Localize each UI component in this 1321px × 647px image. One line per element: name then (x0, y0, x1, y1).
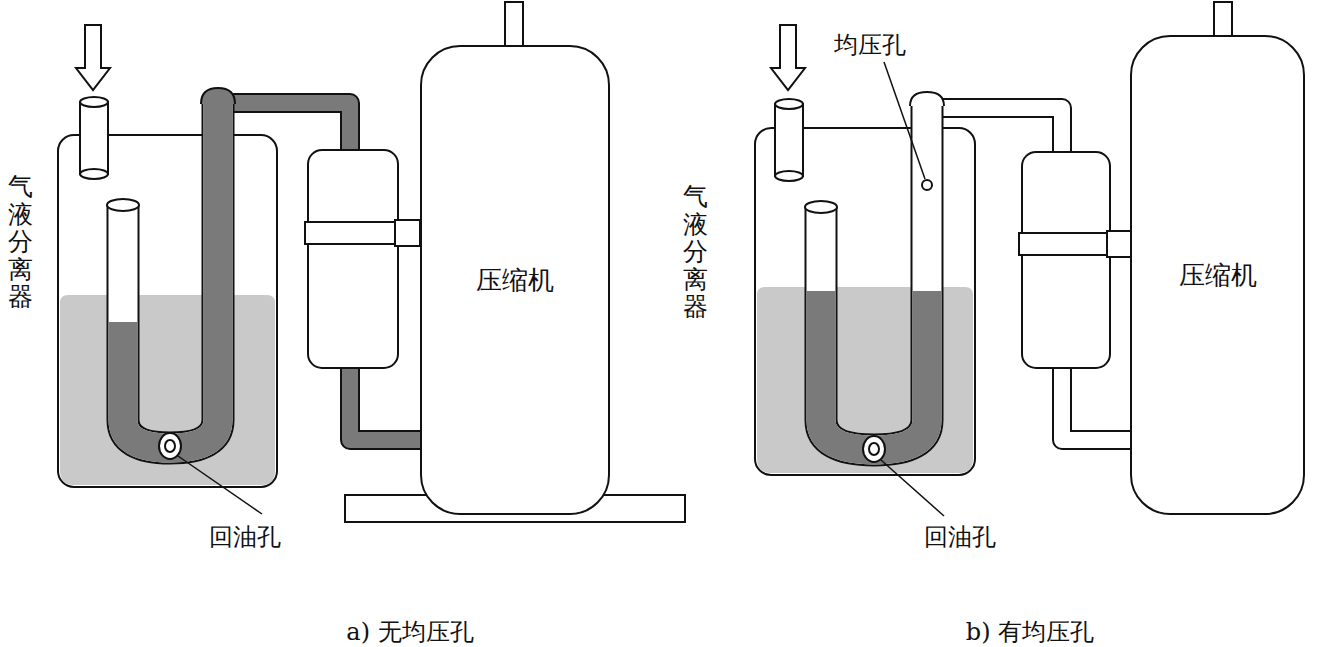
compressor-body: 压缩机 (1130, 35, 1305, 515)
subfigure-caption: b) 有均压孔 (964, 616, 1096, 647)
node-label: 压缩机 (476, 263, 554, 298)
pressure-equalizing-hole-label: 均压孔 (832, 29, 908, 61)
oil-return-hole-label: 回油孔 (922, 521, 998, 553)
compressor-body: 压缩机 (420, 45, 610, 515)
subfigure-caption: a) 无均压孔 (344, 616, 475, 647)
panel-a-drawing (58, 2, 685, 522)
node-label: 压缩机 (1179, 258, 1257, 293)
vertical-label: 气液分离器 (8, 173, 33, 311)
gas-liquid-separator: 气液分离器 (58, 135, 277, 487)
oil-return-hole-label: 回油孔 (207, 521, 283, 553)
gas-liquid-separator: 气液分离器 (755, 128, 975, 475)
vertical-label: 气液分离器 (683, 183, 708, 321)
